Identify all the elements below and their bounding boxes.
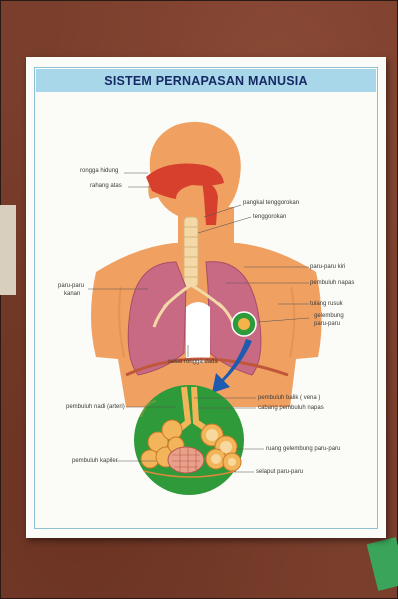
label-ruang-gelembung: ruang gelembung paru-paru [266, 446, 340, 453]
capillary-network [168, 447, 204, 473]
label-rongga-hidung: rongga hidung [80, 168, 118, 175]
label-pembuluh-kapiler: pembuluh kapiler [72, 458, 118, 465]
label-selaput-paru: selaput paru-paru [256, 469, 303, 476]
label-cabang-pembuluh-napas: cabang pembuluh napas [258, 405, 324, 412]
label-paru-paru-kiri: paru-paru kiri [310, 264, 345, 271]
heart-space [186, 302, 210, 363]
label-pembuluh-napas: pembuluh napas [310, 280, 354, 287]
label-pangkal-tenggorokan: pangkal tenggorokan [243, 200, 299, 207]
label-paru-paru-kanan-2: kanan [64, 291, 80, 298]
label-gelembung-2: paru-paru [314, 321, 340, 328]
label-pembuluh-balik: pembuluh balik ( vena ) [258, 395, 320, 402]
label-rahang-atas: rahang atas [90, 183, 122, 190]
label-pembuluh-nadi: pembuluh nadi (arteri) [66, 404, 125, 411]
label-tulang-rusuk: tulang rusuk [310, 301, 343, 308]
label-sekat-rongga-dada: sekat rongga dada [168, 359, 218, 366]
label-paru-paru-kanan-1: paru-paru [58, 283, 84, 290]
background-paper-scrap [0, 205, 16, 295]
respiratory-poster: SISTEM PERNAPASAN MANUSIA [26, 57, 386, 538]
label-gelembung-1: gelembung [314, 313, 344, 320]
label-tenggorokan: tenggorokan [253, 214, 286, 221]
